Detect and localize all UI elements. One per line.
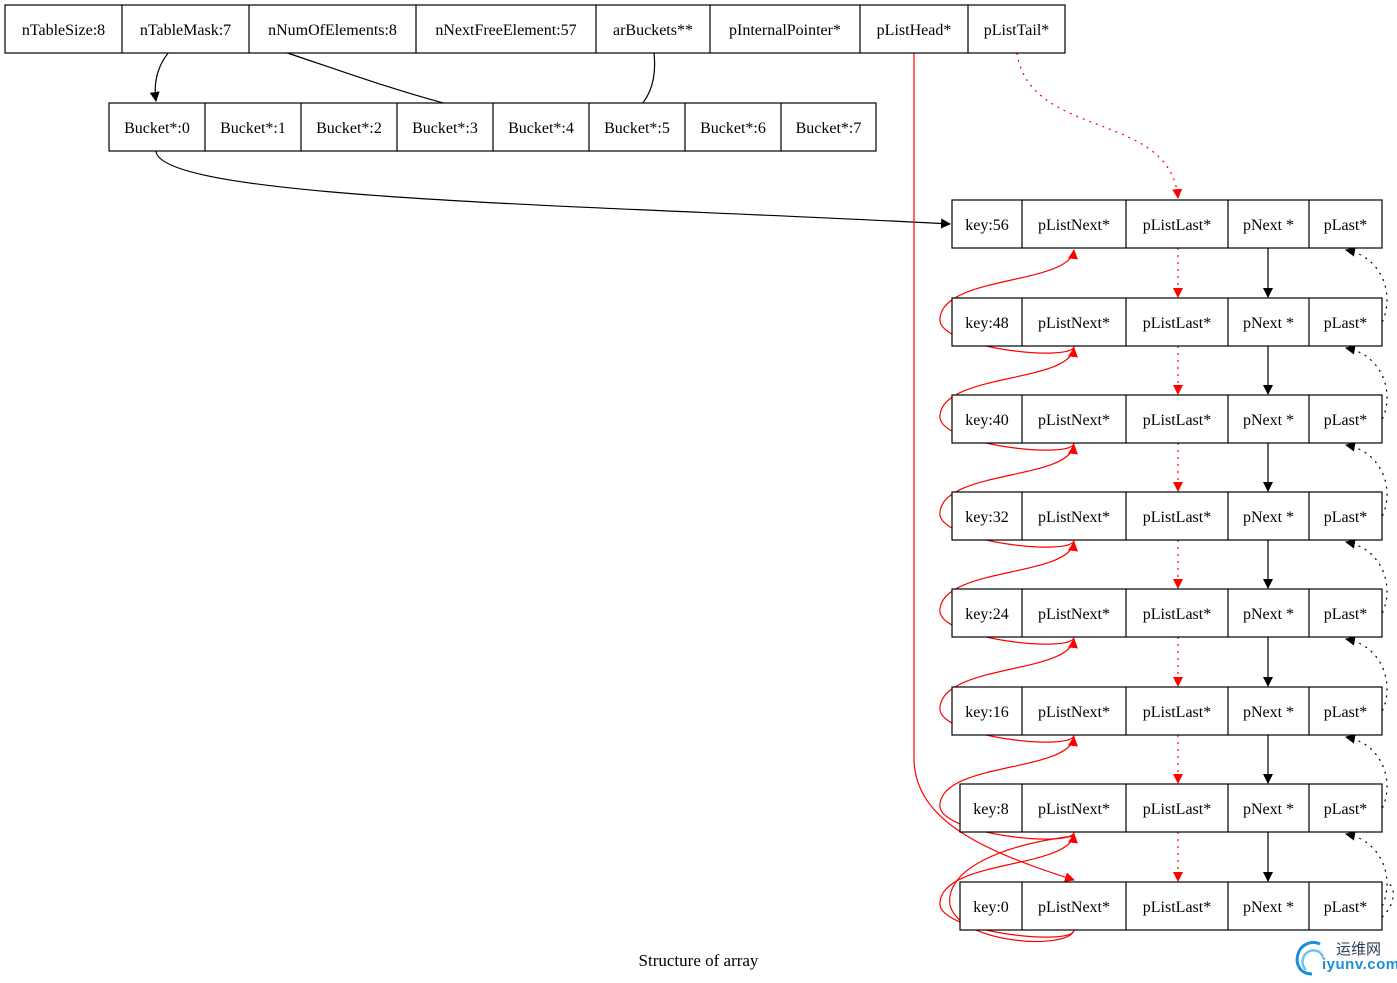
plistnext-edge	[939, 444, 1078, 548]
element-record-field: pLast*	[1324, 606, 1368, 623]
buckets-record-field: Bucket*:6	[700, 120, 766, 137]
element-record-field: pNext *	[1243, 315, 1294, 332]
nodes-layer: nTableSize:8 nTableMask:7 nNumOfElements:8…	[4, 4, 1383, 931]
element-record: key:56 pListNext* pListLast* pNext * pLast*	[951, 199, 1383, 249]
buckets-record-field: Bucket*:0	[124, 120, 190, 137]
element-record-field: pListLast*	[1143, 606, 1211, 623]
element-record-field: pNext *	[1243, 704, 1294, 721]
hashtable-record-outline	[4, 4, 1066, 54]
element-record-field: pLast*	[1324, 899, 1368, 916]
element-record-field: key:8	[973, 801, 1009, 818]
element-record: key:32 pListNext* pListLast* pNext * pLast*	[951, 491, 1383, 541]
element-record-field: key:48	[965, 315, 1009, 332]
element-record-field: pListLast*	[1143, 704, 1211, 721]
element-record-field: pNext *	[1243, 899, 1294, 916]
element-record: key:40 pListNext* pListLast* pNext * pLast*	[951, 394, 1383, 444]
element-record-field: pListLast*	[1143, 217, 1211, 234]
bucket-to-element-edge	[155, 150, 951, 229]
watermark-text-en: iyunv.com	[1322, 956, 1397, 973]
element-record-field: pLast*	[1324, 217, 1368, 234]
plisthead-pointer-edge	[913, 53, 1075, 883]
element-record-field: pListNext*	[1038, 899, 1110, 916]
plistnext-tail-edge	[949, 835, 1075, 943]
watermark-logo: 运维网 iyunv.com	[1292, 934, 1397, 978]
element-record-field: key:56	[965, 217, 1009, 234]
element-record-field: pListNext*	[1038, 217, 1110, 234]
element-record-field: pListNext*	[1038, 509, 1110, 526]
hashtable-record-field: pListTail*	[984, 22, 1050, 39]
hashtable-record-field: nNumOfElements:8	[268, 22, 397, 39]
plistnext-edge	[939, 347, 1078, 451]
element-record-outline	[951, 297, 1383, 347]
element-record-field: key:0	[973, 899, 1009, 916]
element-record-field: key:32	[965, 509, 1009, 526]
buckets-record: Bucket*:0 Bucket*:1 Bucket*:2 Bucket*:3 Buck…	[108, 102, 877, 152]
buckets-record-field: Bucket*:3	[412, 120, 478, 137]
element-record: key:16 pListNext* pListLast* pNext * pLast*	[951, 686, 1383, 736]
hashtable-record-field: nNextFreeElement:57	[435, 22, 576, 39]
hashtable-record-field: arBuckets**	[613, 22, 693, 39]
plistnext-edge	[939, 833, 1078, 938]
element-record-field: pListLast*	[1143, 315, 1211, 332]
plistnext-edge	[939, 736, 1078, 840]
buckets-record-field: Bucket*:2	[316, 120, 382, 137]
element-record-field: pNext *	[1243, 217, 1294, 234]
element-record-outline	[951, 394, 1383, 444]
element-record-outline	[951, 588, 1383, 638]
element-record-field: pLast*	[1324, 412, 1368, 429]
plistnext-edge	[939, 249, 1078, 354]
element-record-field: pLast*	[1324, 509, 1368, 526]
buckets-record-field: Bucket*:5	[604, 120, 670, 137]
diagram-caption: Structure of array	[638, 951, 759, 970]
element-record: key:0 pListNext* pListLast* pNext * pLast*	[959, 881, 1383, 931]
hashtable-record: nTableSize:8 nTableMask:7 nNumOfElements:8…	[4, 4, 1066, 54]
element-record-outline	[959, 881, 1383, 931]
hashtable-record-field: nTableMask:7	[140, 22, 231, 39]
element-record-field: pListNext*	[1038, 315, 1110, 332]
element-record-field: pLast*	[1324, 315, 1368, 332]
buckets-record-field: Bucket*:1	[220, 120, 286, 137]
element-record-field: pListNext*	[1038, 606, 1110, 623]
element-record-field: pListNext*	[1038, 412, 1110, 429]
plistnext-edge	[939, 541, 1078, 645]
element-record-outline	[951, 199, 1383, 249]
element-record-field: pNext *	[1243, 801, 1294, 818]
edges-layer	[149, 32, 1394, 943]
element-record-field: pListNext*	[1038, 801, 1110, 818]
element-record: key:24 pListNext* pListLast* pNext * pLast*	[951, 588, 1383, 638]
element-record-field: key:40	[965, 412, 1009, 429]
buckets-record-field: Bucket*:7	[796, 120, 862, 137]
element-record-field: pListNext*	[1038, 704, 1110, 721]
hashtable-record-field: nTableSize:8	[22, 22, 105, 39]
plast-tail-edge	[1349, 883, 1394, 931]
hashtable-record-field: pListHead*	[877, 22, 952, 39]
element-record-field: key:24	[965, 606, 1009, 623]
element-record-field: pListLast*	[1143, 509, 1211, 526]
plistnext-edge	[939, 638, 1078, 743]
element-record-field: pListLast*	[1143, 412, 1211, 429]
watermark-text-cn: 运维网	[1336, 940, 1382, 958]
element-record-field: pLast*	[1324, 704, 1368, 721]
element-record: key:8 pListNext* pListLast* pNext * pLast*	[959, 783, 1383, 833]
watermark-swirl-icon	[1295, 940, 1325, 976]
plisttail-pointer-edge	[1016, 52, 1183, 199]
element-record-field: pNext *	[1243, 606, 1294, 623]
element-record-outline	[959, 783, 1383, 833]
element-record-outline	[951, 686, 1383, 736]
element-record-field: pLast*	[1324, 801, 1368, 818]
buckets-record-field: Bucket*:4	[508, 120, 574, 137]
element-record-field: pNext *	[1243, 412, 1294, 429]
element-record-field: pListLast*	[1143, 801, 1211, 818]
element-record-field: pNext *	[1243, 509, 1294, 526]
element-record-field: pListLast*	[1143, 899, 1211, 916]
element-record-field: key:16	[965, 704, 1009, 721]
hashtable-record-field: pInternalPointer*	[729, 22, 841, 39]
element-record: key:48 pListNext* pListLast* pNext * pLast*	[951, 297, 1383, 347]
element-record-outline	[951, 491, 1383, 541]
